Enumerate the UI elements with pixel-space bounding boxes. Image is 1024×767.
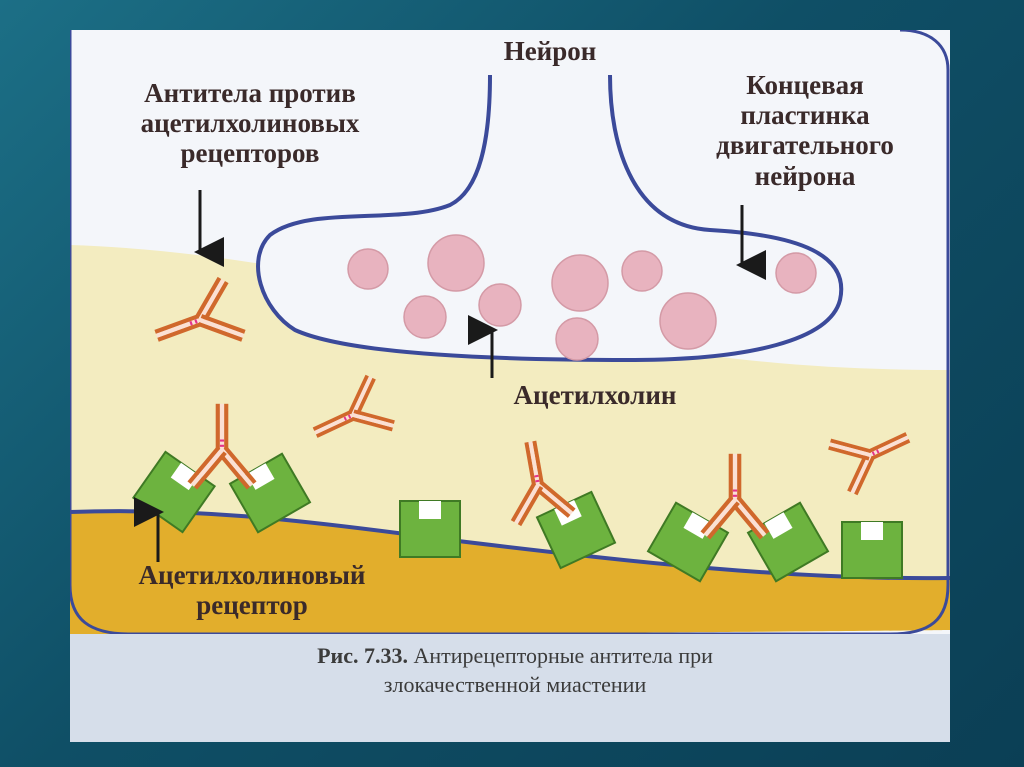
- antibodies-label-line: ацетилхолиновых: [140, 108, 360, 139]
- vesicle: [478, 283, 522, 327]
- diagram-canvas: [70, 30, 950, 742]
- caption-area: [70, 634, 950, 742]
- muscle-membrane: [70, 511, 950, 635]
- end-plate-label-line: двигательного: [716, 130, 894, 161]
- receptor-label: Ацетилхолиновый рецептор: [72, 560, 432, 620]
- acetylcholine-label: Ацетилхолин: [513, 380, 677, 410]
- receptor-label-line: рецептор: [196, 590, 308, 621]
- cell-outline: [70, 30, 950, 636]
- receptor-label-line: Ацетилхолиновый: [138, 560, 366, 590]
- vesicle: [659, 292, 717, 350]
- vesicle: [555, 317, 599, 361]
- figure-caption: Рис. 7.33. Антирецепторные антитела при …: [155, 642, 875, 699]
- end-plate-label-line: нейрона: [754, 160, 856, 191]
- figure-number: Рис. 7.33.: [317, 643, 408, 668]
- vesicle: [551, 254, 609, 312]
- antibodies-label-line: рецепторов: [180, 138, 320, 169]
- diagram-panel: Нейрон Антитела против ацетилхолиновых р…: [70, 30, 950, 742]
- neuron-label: Нейрон: [503, 36, 597, 66]
- vesicle: [621, 250, 663, 292]
- receptor: [841, 521, 903, 579]
- vesicle: [427, 234, 485, 292]
- end-plate-label-line: Концевая: [746, 70, 864, 100]
- caption-line: Антирецепторные антитела при: [408, 643, 713, 668]
- receptor: [399, 500, 461, 558]
- end-plate-label: Концевая пластинка двигательного нейрона: [670, 70, 940, 191]
- vesicle: [347, 248, 389, 290]
- vesicle: [403, 295, 447, 339]
- end-plate-label-line: пластинка: [740, 100, 870, 131]
- caption-line: злокачественной миастении: [383, 671, 647, 697]
- antibodies-label: Антитела против ацетилхолиновых рецептор…: [100, 78, 400, 169]
- antibodies-label-line: Антитела против: [144, 78, 356, 108]
- neuron-terminal: [256, 74, 844, 363]
- vesicle: [775, 252, 817, 294]
- vesicles: [347, 234, 817, 361]
